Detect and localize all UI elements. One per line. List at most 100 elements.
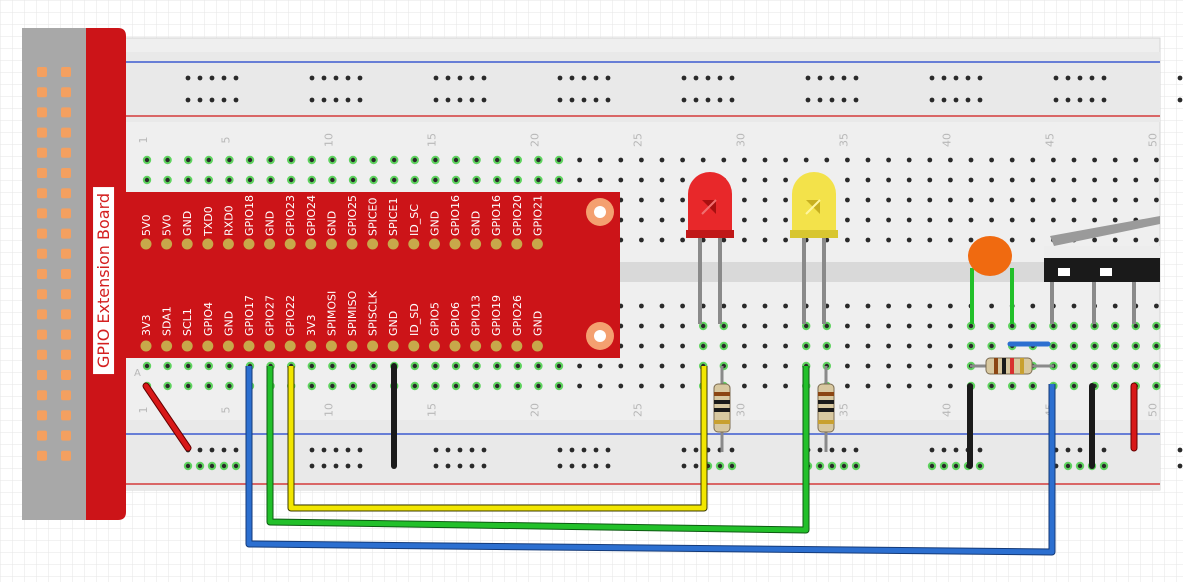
breadboard-hole [953, 97, 959, 103]
column-number-top: 30 [734, 133, 747, 147]
red-led [686, 172, 734, 324]
header-pin [37, 107, 47, 118]
board-pin-bottom [264, 340, 276, 352]
breadboard-hole [469, 447, 475, 453]
board-pin-top [531, 238, 543, 250]
breadboard-hole [597, 383, 603, 389]
header-pin [37, 450, 47, 461]
breadboard-hole [557, 75, 563, 81]
breadboard-hole [680, 197, 685, 203]
breadboard-hole [659, 363, 665, 369]
board-pin-top [490, 238, 502, 250]
breadboard-hole [845, 197, 850, 203]
breadboard-hole [886, 237, 891, 243]
board-pin-label-bottom: GPIO19 [490, 295, 503, 336]
breadboard-hole [845, 303, 850, 309]
column-number-top: 50 [1146, 133, 1159, 147]
breadboard-hole [197, 447, 203, 453]
breadboard-hole [659, 157, 665, 163]
board-pin-top [140, 238, 152, 250]
breadboard-hole [783, 237, 788, 243]
breadboard-hole [865, 383, 871, 389]
breadboard-hole [680, 303, 685, 309]
board-pin-label-bottom: GPIO13 [470, 295, 483, 336]
board-pin-bottom [243, 340, 255, 352]
breadboard-hole [1154, 197, 1159, 203]
breadboard-hole [783, 303, 788, 309]
breadboard-hole [948, 197, 953, 203]
column-number-top: 5 [219, 137, 232, 144]
breadboard-hole [762, 197, 768, 203]
header-pin [37, 67, 47, 77]
header-pin [61, 370, 71, 380]
breadboard-hole [1133, 177, 1139, 183]
board-pin-bottom [367, 340, 379, 352]
header-pin [61, 309, 71, 320]
column-numbers: 1155101015152020252530303535404045455050… [134, 133, 1159, 417]
header-pin [61, 289, 71, 300]
breadboard-hole [829, 97, 835, 103]
breadboard-hole [742, 217, 747, 223]
board-pin-label-top: GPIO16 [490, 195, 503, 236]
breadboard-hole [221, 75, 227, 81]
breadboard-hole [1112, 177, 1118, 183]
board-pin-top [428, 238, 440, 250]
breadboard-hole [1177, 97, 1183, 103]
column-number-top: 25 [631, 133, 644, 147]
breadboard-hole [457, 447, 463, 453]
header-pin [37, 329, 47, 340]
header-pin [61, 67, 71, 77]
breadboard-hole [929, 75, 935, 81]
green-wire [267, 366, 809, 533]
breadboard-hole [965, 75, 971, 81]
board-pin-bottom [449, 340, 461, 352]
breadboard-hole [1092, 177, 1097, 183]
red-wire [143, 383, 191, 451]
breadboard-hole [469, 75, 475, 81]
board-pin-top [346, 238, 358, 250]
header-pin [37, 430, 47, 441]
breadboard-hole [886, 197, 891, 203]
board-pin-label-top: SPICE0 [367, 198, 380, 237]
breadboard-hole [569, 447, 575, 453]
breadboard-hole [457, 75, 463, 81]
board-title: GPIO Extension Board [86, 180, 122, 380]
breadboard-hole [886, 363, 891, 369]
column-number-bottom: 20 [528, 403, 541, 417]
breadboard-hole [197, 97, 203, 103]
breadboard-hole [659, 177, 665, 183]
breadboard-hole [968, 157, 974, 163]
breadboard-hole [659, 383, 665, 389]
breadboard-hole [333, 75, 339, 81]
breadboard-hole [817, 75, 823, 81]
breadboard-hole [721, 157, 727, 163]
gpio-header-strip [22, 28, 88, 520]
breadboard-hole [321, 97, 327, 103]
breadboard-hole [845, 217, 850, 223]
breadboard-hole [742, 383, 747, 389]
breadboard-hole [618, 363, 624, 369]
breadboard-hole [481, 463, 487, 469]
breadboard-hole [906, 197, 912, 203]
breadboard-hole [333, 97, 339, 103]
breadboard-hole [927, 177, 933, 183]
breadboard-hole [680, 323, 685, 329]
breadboard-hole [968, 217, 974, 223]
breadboard-hole [639, 303, 644, 309]
column-number-bottom: 15 [425, 403, 438, 417]
breadboard-hole [309, 97, 315, 103]
breadboard-hole [729, 75, 735, 81]
breadboard-hole [977, 447, 983, 453]
board-pin-label-bottom: SPIMISO [346, 290, 359, 336]
breadboard-hole [805, 75, 811, 81]
board-pin-label-bottom: GPIO4 [202, 302, 215, 336]
breadboard-hole [829, 75, 835, 81]
board-pin-label-bottom: GPIO26 [511, 295, 524, 336]
breadboard-hole [581, 75, 587, 81]
board-pin-top [161, 238, 173, 250]
breadboard-hole [659, 197, 665, 203]
board-pin-top [264, 238, 276, 250]
breadboard-hole [906, 383, 912, 389]
breadboard-hole [197, 75, 203, 81]
board-pin-bottom [511, 340, 523, 352]
